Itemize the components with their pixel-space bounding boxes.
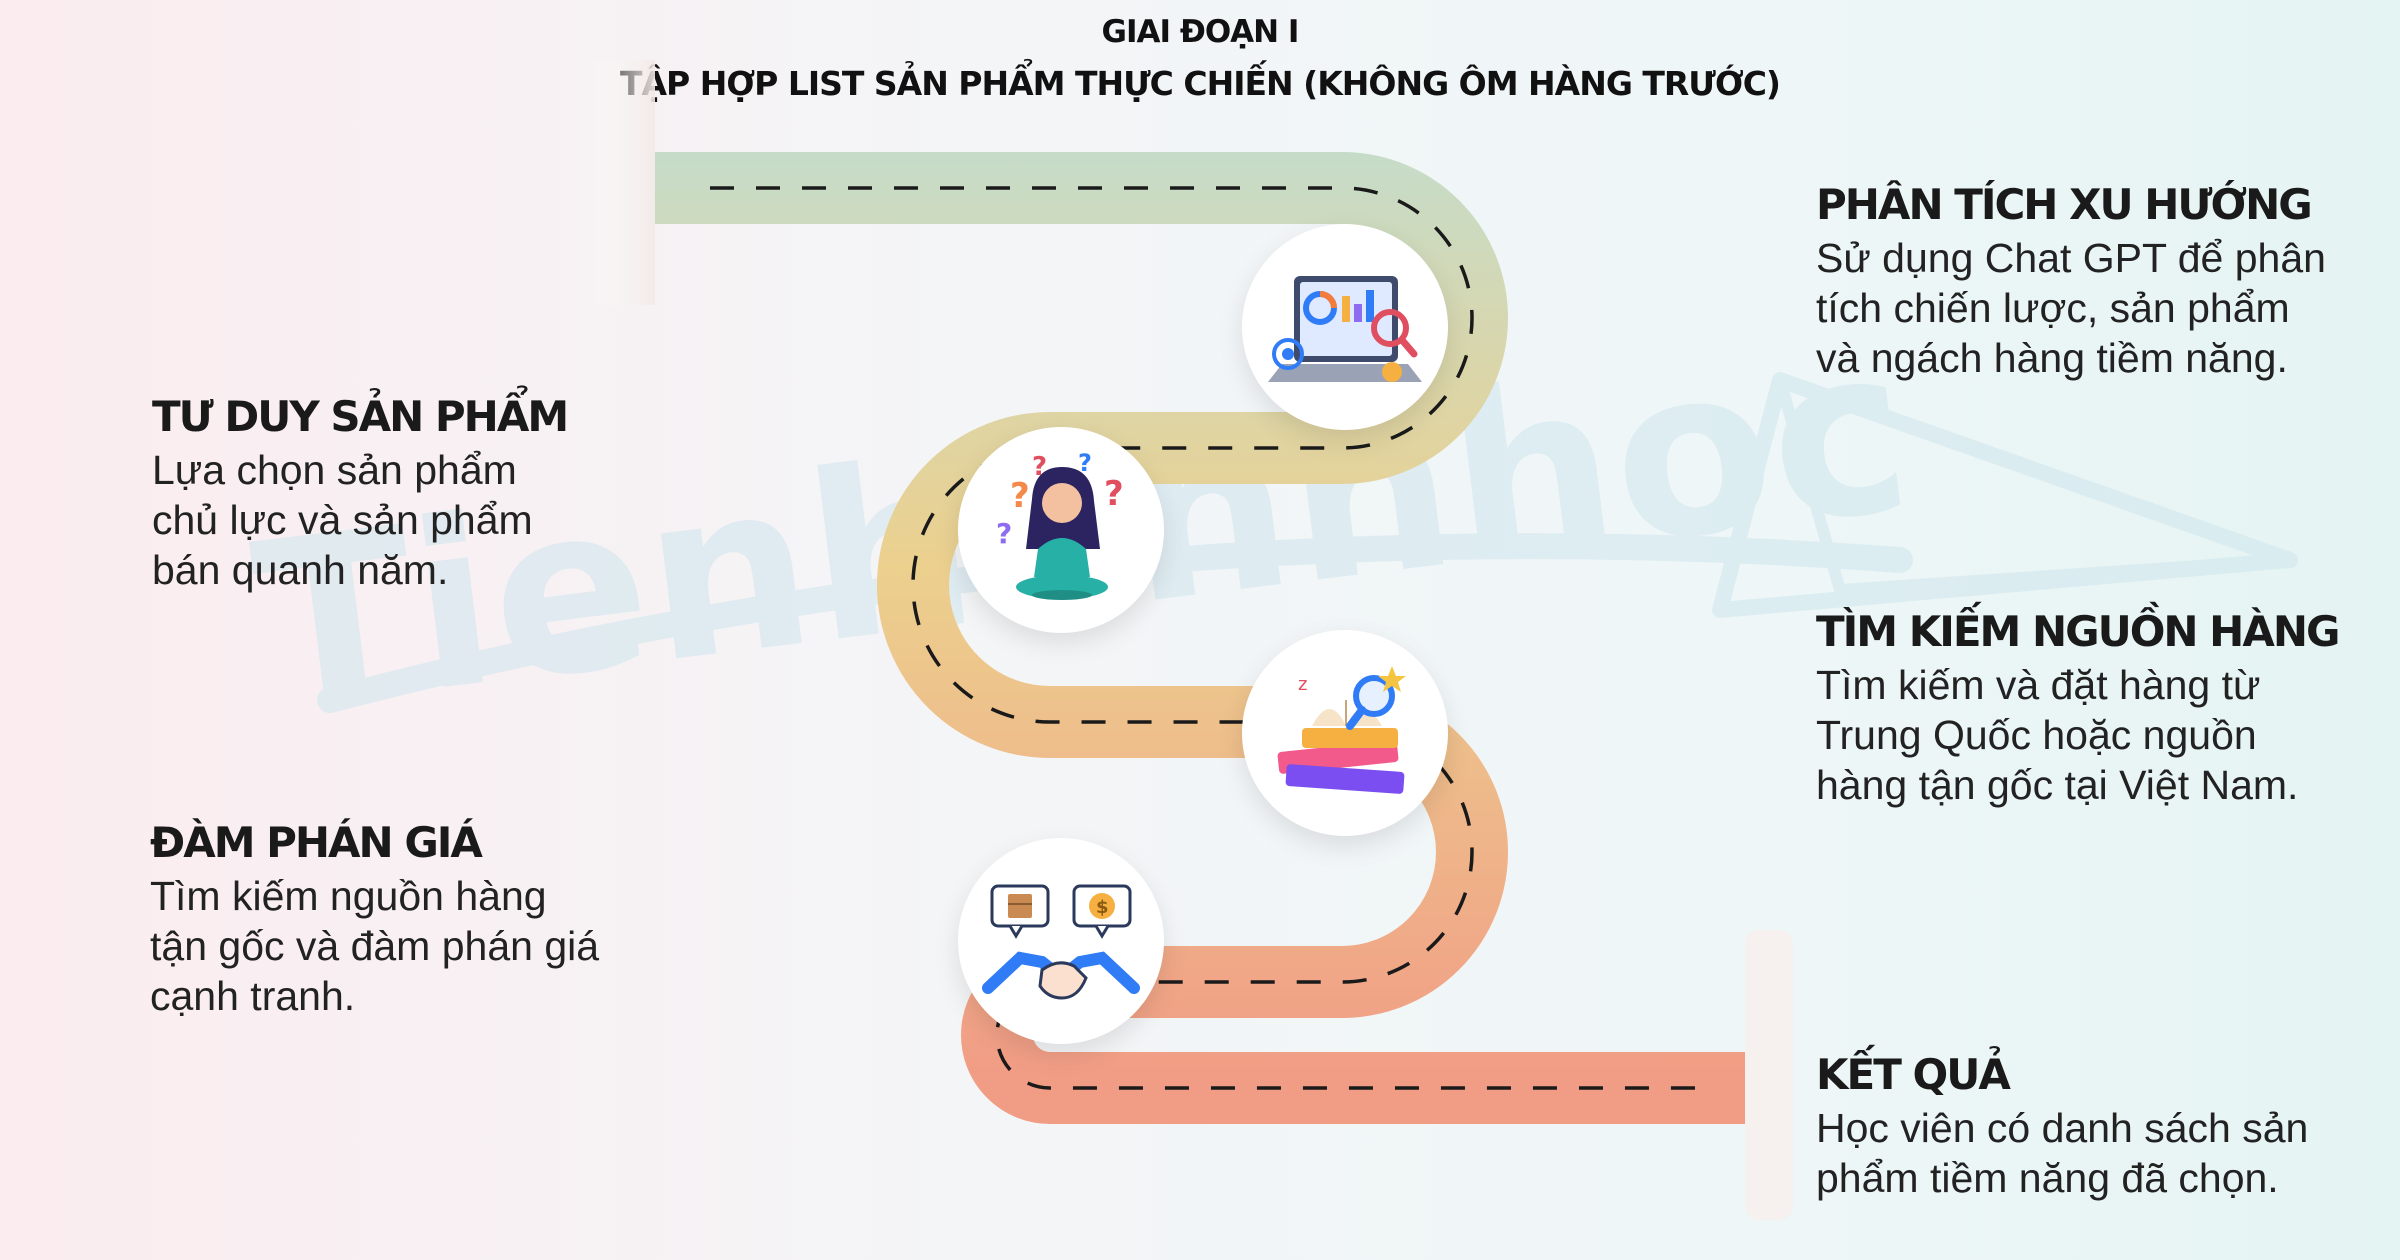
road-end-cap (1745, 930, 1793, 1220)
step-description: Tìm kiếm nguồn hàng tận gốc và đàm phán … (150, 873, 600, 1019)
step-description: Học viên có danh sách sản phẩm tiềm năng… (1816, 1105, 2309, 1201)
step-source-search: TÌM KIẾM NGUỒN HÀNG Tìm kiếm và đặt hàng… (1816, 607, 2340, 810)
svg-text:$: $ (1096, 897, 1109, 918)
page-title: TẬP HỢP LIST SẢN PHẨM THỰC CHIẾN (KHÔNG … (619, 64, 1781, 103)
step-product-thinking: TƯ DUY SẢN PHẨM Lựa chọn sản phẩm chủ lự… (152, 392, 569, 595)
step-title: KẾT QUẢ (1816, 1050, 2011, 1099)
thinking-girl-circle: ? ? ? ? ? (958, 427, 1164, 633)
laptop-analytics-circle (1242, 224, 1448, 430)
road-start-cap (585, 60, 655, 305)
handshake-circle: $ (958, 838, 1164, 1044)
thinking-girl-icon: ? ? ? ? ? (996, 449, 1124, 600)
step-description: Sử dụng Chat GPT để phân tích chiến lược… (1816, 235, 2326, 381)
step-trend-analysis: PHÂN TÍCH XU HƯỚNG Sử dụng Chat GPT để p… (1816, 180, 2326, 383)
step-price-negotiation: ĐÀM PHÁN GIÁ Tìm kiếm nguồn hàng tận gốc… (150, 818, 599, 1021)
step-description: Tìm kiếm và đặt hàng từ Trung Quốc hoặc … (1816, 662, 2299, 808)
step-description: Lựa chọn sản phẩm chủ lực và sản phẩm bá… (152, 447, 533, 593)
svg-text:?: ? (1104, 474, 1124, 514)
step-title: TÌM KIẾM NGUỒN HÀNG (1816, 607, 2340, 656)
book-search-icon: z (1277, 666, 1406, 794)
laptop-analytics-icon (1268, 276, 1422, 382)
stage-label: GIAI ĐOẠN I (1101, 14, 1300, 50)
svg-text:?: ? (1078, 449, 1092, 477)
step-result: KẾT QUẢ Học viên có danh sách sản phẩm t… (1816, 1050, 2308, 1203)
svg-text:z: z (1298, 674, 1307, 695)
step-title: TƯ DUY SẢN PHẨM (152, 392, 569, 441)
book-search-circle: z (1242, 630, 1448, 836)
handshake-deal-icon: $ (982, 884, 1140, 1000)
svg-text:?: ? (996, 517, 1012, 550)
svg-text:?: ? (1010, 476, 1030, 516)
step-title: PHÂN TÍCH XU HƯỚNG (1816, 180, 2313, 229)
step-title: ĐÀM PHÁN GIÁ (150, 818, 483, 867)
svg-text:?: ? (1032, 452, 1047, 482)
